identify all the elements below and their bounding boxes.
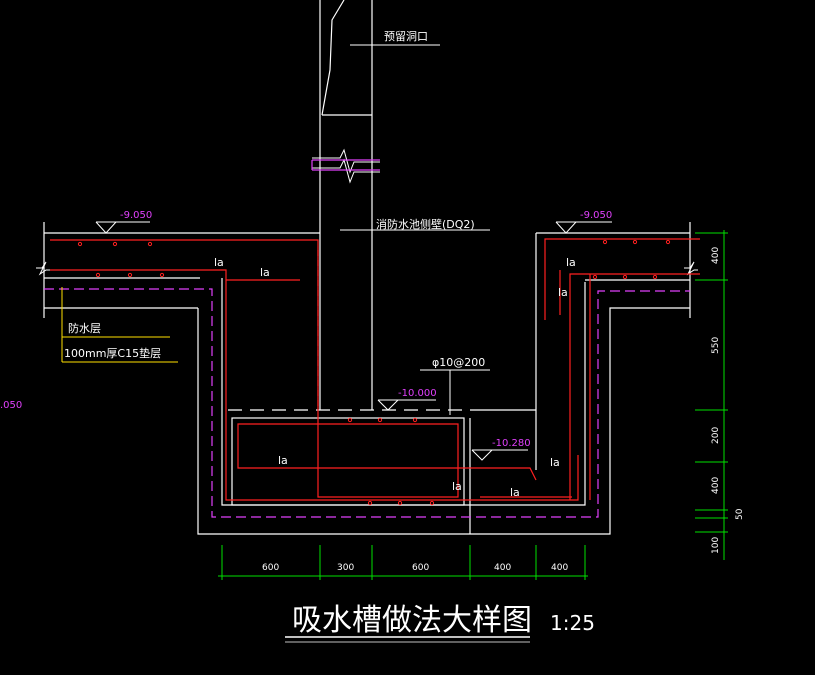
waterproof-label: 防水层 [68, 321, 101, 335]
dimension-lines [218, 230, 728, 580]
dim-h-5: 400 [551, 563, 568, 573]
la-label-3: la [278, 454, 288, 467]
dim-v-3: 200 [711, 427, 721, 444]
la-label-1: la [214, 256, 224, 269]
leaders [61, 44, 490, 415]
drawing-scale: 1:25 [550, 611, 595, 635]
la-label-6: la [566, 256, 576, 269]
dim-v-6: 100 [711, 537, 721, 554]
reserved-opening-label: 预留洞口 [384, 30, 428, 43]
dim-v-2: 550 [711, 337, 721, 354]
la-label-8: la [550, 456, 560, 469]
waterproof-layer [44, 159, 690, 518]
rebar-dots [77, 239, 671, 506]
rebar-spec-label: φ10@200 [432, 356, 485, 369]
level-marks [95, 221, 612, 461]
cushion-label: 100mm厚C15垫层 [64, 346, 161, 360]
level-right-top: -9.050 [580, 210, 612, 221]
la-label-2: la [260, 266, 270, 279]
wall-label: 消防水池侧壁(DQ2) [376, 217, 475, 231]
break-marks [36, 148, 698, 276]
dim-v-4: 400 [711, 477, 721, 494]
dim-v-1: 400 [711, 247, 721, 264]
level-sump-top: -10.000 [398, 388, 437, 399]
la-label-7: la [558, 286, 568, 299]
dim-h-4: 400 [494, 563, 511, 573]
level-sump-bottom: -10.280 [492, 438, 531, 449]
drawing-title: 吸水槽做法大样图 [292, 603, 532, 638]
dim-h-2: 300 [337, 563, 354, 573]
rebar-lines [50, 238, 700, 501]
concrete-outline [43, 0, 691, 535]
dim-h-1: 600 [262, 563, 279, 573]
level-left-top: -9.050 [120, 210, 152, 221]
dim-v-5: 50 [735, 508, 745, 520]
la-label-5: la [510, 486, 520, 499]
dim-h-3: 600 [412, 563, 429, 573]
level-cut-left: .050 [0, 400, 22, 411]
la-label-4: la [452, 480, 462, 493]
